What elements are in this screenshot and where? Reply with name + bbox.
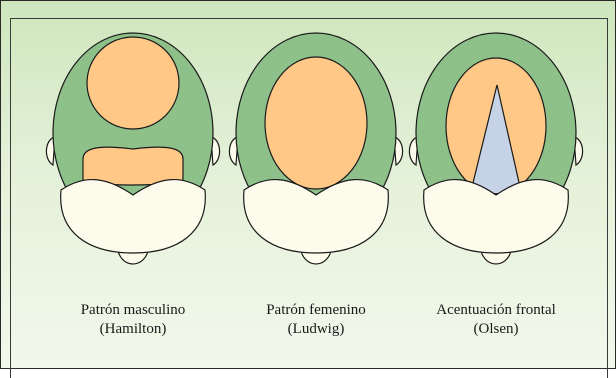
caption-subtitle: (Hamilton): [43, 320, 223, 339]
frontal-bald-area: [83, 147, 183, 185]
caption-title: Acentuación frontal: [406, 301, 586, 320]
figure-panel: Patrón masculino (Hamilton) Patrón femen…: [0, 0, 616, 369]
caption-female-pattern: Patrón femenino (Ludwig): [226, 301, 406, 339]
caption-frontal-accentuation: Acentuación frontal (Olsen): [406, 301, 586, 339]
head-frontal-accentuation: [409, 33, 582, 264]
head-male-pattern: [46, 33, 219, 264]
caption-male-pattern: Patrón masculino (Hamilton): [43, 301, 223, 339]
caption-subtitle: (Ludwig): [226, 320, 406, 339]
head-female-pattern: [229, 33, 402, 264]
diffuse-crown-thinning: [265, 57, 367, 189]
caption-title: Patrón masculino: [43, 301, 223, 320]
caption-title: Patrón femenino: [226, 301, 406, 320]
vertex-bald-spot: [87, 37, 179, 129]
caption-subtitle: (Olsen): [406, 320, 586, 339]
